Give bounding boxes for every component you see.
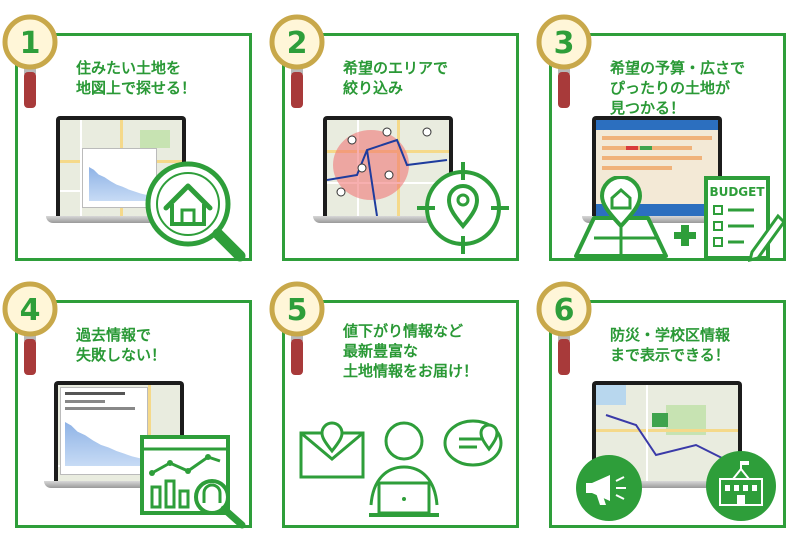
card-title: 過去情報で 失敗しない！ [76,326,167,364]
number-badge-1: 1 [2,14,58,108]
card-title: 希望のエリアで 絞り込み [343,59,449,97]
svg-text:1: 1 [20,26,41,61]
card-title: 住みたい土地を 地図上で探せる！ [76,59,197,97]
svg-text:6: 6 [554,293,575,328]
feature-card-2: 希望のエリアで 絞り込み [282,33,519,261]
location-target-icon [417,162,509,254]
svg-text:3: 3 [554,26,575,61]
number-badge-6: 6 [536,281,592,375]
feature-card-5: 値下がり情報など 最新豊富な 土地情報をお届け！ [282,300,519,528]
school-icon [706,451,776,521]
svg-text:5: 5 [287,293,308,328]
user-laptop-mail-icon [299,419,503,517]
svg-text:2: 2 [287,26,308,61]
analytics-chart-icon [140,435,246,529]
feature-card-1: 住みたい土地を 地図上で探せる！ [15,33,252,262]
card-title: 値下がり情報など 最新豊富な 土地情報をお届け！ [343,322,479,380]
budget-checklist-icon: BUDGET [574,176,786,262]
card-title: 防災・学校区情報 まで表示できる！ [610,326,731,364]
number-badge-5: 5 [269,281,325,375]
card-title: 希望の予算・広さで ぴったりの土地が 見つかる！ [610,59,746,117]
svg-text:4: 4 [20,293,41,328]
number-badge-3: 3 [536,14,592,108]
house-magnifier-icon [145,161,246,262]
feature-card-3: 希望の予算・広さで ぴったりの土地が 見つかる！ BUDGET [549,33,786,262]
feature-card-6: 防災・学校区情報 まで表示できる！ [549,300,786,528]
budget-label: BUDGET [709,185,765,199]
number-badge-2: 2 [269,14,325,108]
feature-card-4: 過去情報で 失敗しない！ [15,300,252,529]
laptop-illustration [582,116,732,226]
number-badge-4: 4 [2,281,58,375]
megaphone-icon [576,455,642,521]
